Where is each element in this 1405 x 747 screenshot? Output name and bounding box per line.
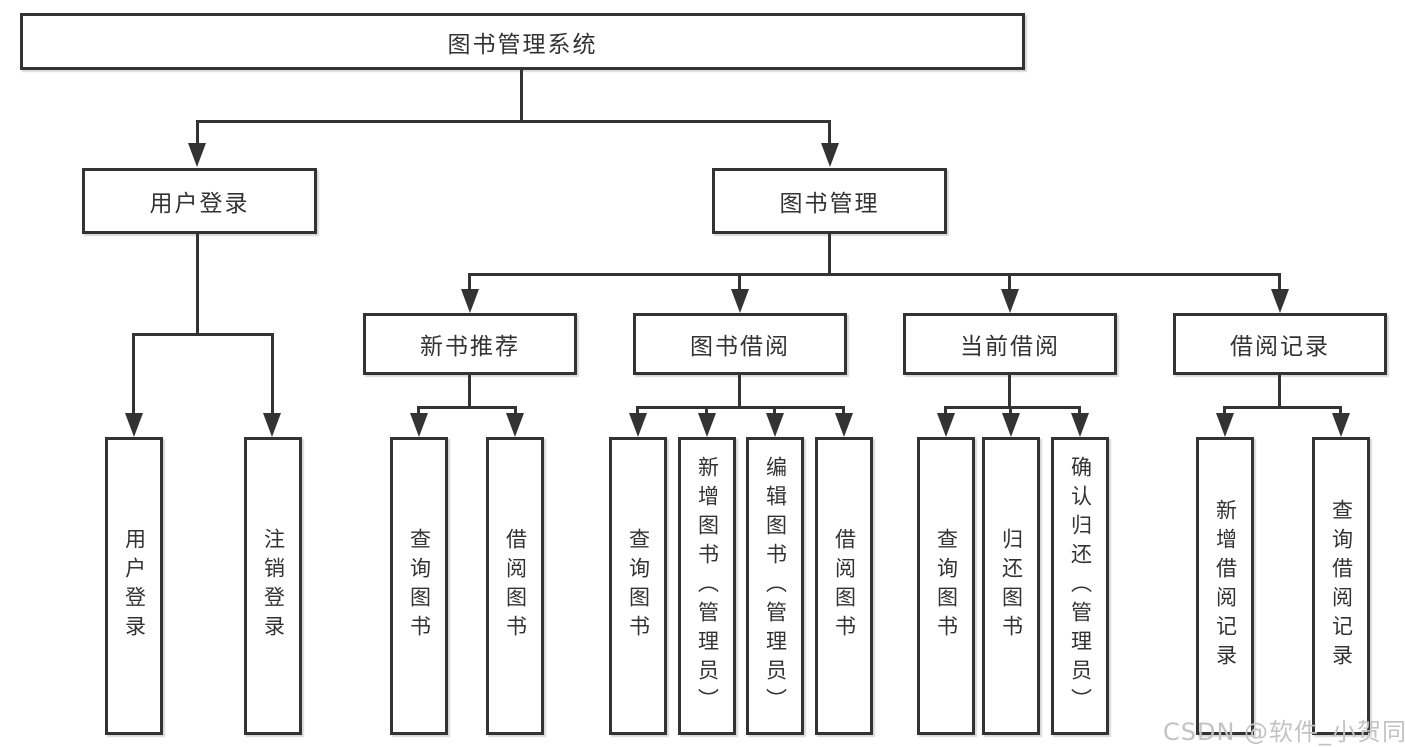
connector-stub-bb-add: [705, 406, 708, 416]
arrow-ul-logout: [263, 413, 281, 437]
arrow-bb-edit: [766, 413, 784, 437]
arrow-ul-login: [125, 413, 143, 437]
arrow-user-login: [188, 143, 206, 167]
arrow-cb-query: [937, 413, 955, 437]
connector-stub-book-mgmt: [828, 120, 831, 146]
leaf-nb-query-books-label: 查询图书: [407, 528, 432, 644]
arrow-cb-return: [1002, 413, 1020, 437]
arrow-book-mgmt: [821, 143, 839, 167]
arrow-new-book: [461, 289, 479, 313]
arrow-borrow-records: [1271, 289, 1289, 313]
node-new-book-rec: 新书推荐: [363, 313, 577, 375]
leaf-bb-add-books-admin: 新增图书（管理员）: [678, 437, 736, 735]
connector-stub-nb-borrow: [514, 406, 517, 416]
connector-new-book-horizontal: [417, 406, 517, 409]
leaf-logout-label: 注销登录: [261, 528, 286, 644]
leaf-bb-edit-books-admin-label: 编辑图书（管理员）: [763, 455, 788, 717]
connector-stub-cb-confirm: [1078, 406, 1081, 416]
connector-user-login-horizontal: [132, 333, 274, 336]
arrow-book-borrow: [731, 289, 749, 313]
connector-stub-bb-borrow: [842, 406, 845, 416]
connector-current-borrow-horizontal: [944, 406, 1081, 409]
leaf-nb-borrow-books-label: 借阅图书: [503, 528, 528, 644]
connector-level3-horizontal: [468, 273, 1281, 276]
leaf-user-login-label: 用户登录: [122, 528, 147, 644]
arrow-nb-query: [410, 413, 428, 437]
leaf-cb-query-books: 查询图书: [917, 437, 975, 735]
connector-new-book-down: [468, 375, 471, 408]
node-root-label: 图书管理系统: [447, 31, 598, 58]
connector-stub-br-query: [1339, 406, 1342, 416]
node-current-borrow: 当前借阅: [903, 313, 1117, 375]
arrow-bb-borrow: [835, 413, 853, 437]
leaf-logout: 注销登录: [244, 437, 302, 735]
connector-stub-cb-query: [944, 406, 947, 416]
node-user-login: 用户登录: [82, 168, 317, 234]
connector-current-borrow-down: [1008, 375, 1011, 408]
connector-root-down: [520, 70, 523, 123]
leaf-bb-edit-books-admin: 编辑图书（管理员）: [746, 437, 804, 735]
csdn-watermark: CSDN @软件_小贺同学: [1163, 718, 1405, 746]
connector-stub-bb-edit: [773, 406, 776, 416]
leaf-nb-borrow-books: 借阅图书: [486, 437, 544, 735]
leaf-br-query-record-label: 查询借阅记录: [1329, 499, 1354, 673]
leaf-bb-borrow-books-label: 借阅图书: [832, 528, 857, 644]
connector-borrow-records-horizontal: [1223, 406, 1342, 409]
node-borrow-records: 借阅记录: [1173, 313, 1387, 375]
node-user-login-label: 用户登录: [149, 191, 250, 217]
node-book-borrow: 图书借阅: [633, 313, 847, 375]
node-root: 图书管理系统: [20, 13, 1025, 70]
node-book-mgmt-label: 图书管理: [779, 191, 880, 217]
connector-stub-user-login: [196, 120, 199, 146]
connector-stub-ul-login: [132, 333, 135, 415]
connector-user-login-down: [196, 234, 199, 336]
connector-stub-bb-query: [636, 406, 639, 416]
connector-level2-horizontal: [196, 120, 831, 123]
connector-borrow-records-down: [1278, 375, 1281, 408]
connector-stub-book-borrow: [738, 273, 741, 293]
leaf-cb-return-books-label: 归还图书: [999, 528, 1024, 644]
leaf-nb-query-books: 查询图书: [390, 437, 448, 735]
connector-stub-nb-query: [417, 406, 420, 416]
node-new-book-rec-label: 新书推荐: [420, 334, 520, 360]
leaf-bb-borrow-books: 借阅图书: [815, 437, 873, 735]
arrow-br-add: [1216, 413, 1234, 437]
leaf-br-add-record-label: 新增借阅记录: [1213, 499, 1238, 673]
connector-book-borrow-horizontal: [636, 406, 845, 409]
leaf-bb-query-books: 查询图书: [609, 437, 667, 735]
connector-stub-br-add: [1223, 406, 1226, 416]
arrow-current-borrow: [1001, 289, 1019, 313]
leaf-cb-confirm-return-admin: 确认归还（管理员）: [1051, 437, 1109, 735]
node-book-borrow-label: 图书借阅: [690, 334, 790, 360]
connector-stub-ul-logout: [271, 333, 274, 415]
connector-stub-borrow-records: [1278, 273, 1281, 293]
leaf-bb-query-books-label: 查询图书: [626, 528, 651, 644]
leaf-br-query-record: 查询借阅记录: [1312, 437, 1370, 735]
arrow-nb-borrow: [506, 413, 524, 437]
arrow-br-query: [1332, 413, 1350, 437]
node-book-mgmt: 图书管理: [712, 168, 947, 234]
arrow-bb-query: [629, 413, 647, 437]
node-current-borrow-label: 当前借阅: [960, 334, 1060, 360]
arrow-bb-add: [698, 413, 716, 437]
leaf-br-add-record: 新增借阅记录: [1196, 437, 1254, 735]
leaf-bb-add-books-admin-label: 新增图书（管理员）: [695, 455, 720, 717]
connector-book-borrow-down: [738, 375, 741, 408]
leaf-cb-confirm-return-admin-label: 确认归还（管理员）: [1068, 455, 1093, 717]
leaf-user-login: 用户登录: [105, 437, 163, 735]
leaf-cb-query-books-label: 查询图书: [934, 528, 959, 644]
connector-stub-cb-return: [1009, 406, 1012, 416]
arrow-cb-confirm: [1071, 413, 1089, 437]
connector-stub-current-borrow: [1008, 273, 1011, 293]
connector-book-mgmt-down: [828, 234, 831, 276]
node-borrow-records-label: 借阅记录: [1230, 334, 1330, 360]
connector-stub-new-book: [468, 273, 471, 293]
leaf-cb-return-books: 归还图书: [982, 437, 1040, 735]
